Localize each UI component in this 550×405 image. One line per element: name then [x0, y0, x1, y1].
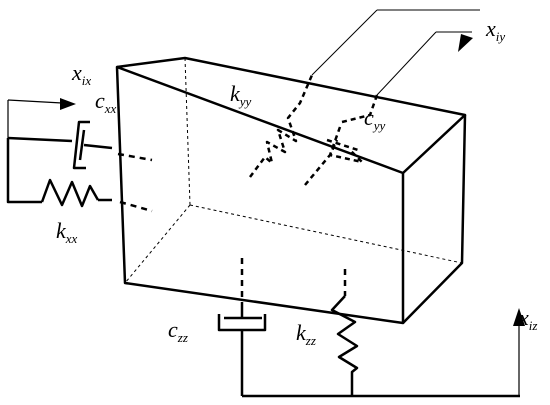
y-damper: [304, 94, 379, 186]
x-damper-rod-in: [7, 136, 73, 143]
label-x-iy: xiy: [485, 16, 505, 44]
x-iz-arrowhead: [513, 308, 525, 326]
x-ix-arrow: [7, 99, 63, 180]
block-hidden-edges: [124, 57, 463, 284]
x-iy-arrowhead: [458, 34, 473, 52]
label-k-zz: kzz: [296, 320, 316, 348]
block-top-face: [116, 56, 467, 174]
label-k-xx: kxx: [56, 218, 78, 246]
x-support-hidden: [117, 152, 153, 213]
z-support: [217, 295, 520, 398]
x-ix-arrowhead: [60, 98, 76, 110]
x-damper-cylinder: [72, 120, 90, 170]
label-k-yy: kyy: [230, 81, 252, 109]
x-damper-piston: [78, 129, 86, 161]
y-spring: [249, 74, 314, 178]
z-spring: [330, 295, 359, 396]
label-c-zz: czz: [168, 317, 188, 345]
x-ground-bracket: [6, 138, 42, 204]
x-spring-zigzag: [40, 178, 100, 208]
label-c-xx: cxx: [95, 88, 117, 116]
x-support: [6, 120, 113, 208]
label-x-iz: xiz: [518, 305, 537, 333]
block-front-face: [115, 65, 405, 325]
x-damper-rod-out: [83, 143, 113, 150]
block-right-face: [402, 114, 467, 324]
label-c-yy: cyy: [364, 105, 386, 133]
z-support-hidden: [240, 258, 347, 302]
label-x-ix: xix: [71, 60, 91, 88]
block: [115, 56, 467, 325]
y-support-hidden: [249, 74, 379, 186]
y-ground: [311, 9, 480, 96]
